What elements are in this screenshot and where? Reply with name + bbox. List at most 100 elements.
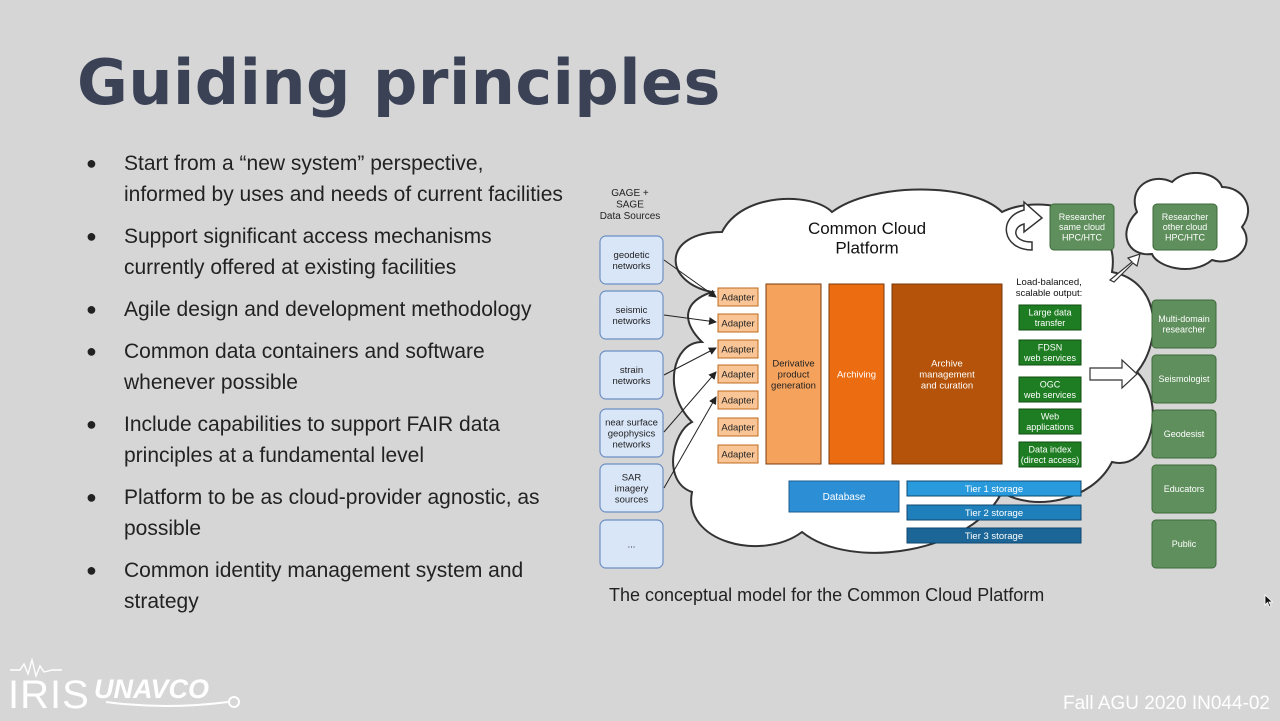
- flow-arrow: [663, 396, 717, 489]
- output-label: web services: [1023, 390, 1077, 400]
- footer-session-code: Fall AGU 2020 IN044-02: [1062, 693, 1270, 714]
- diagram-caption: The conceptual model for the Common Clou…: [609, 585, 1045, 605]
- output-rect: [1018, 441, 1082, 468]
- stage-label: product: [778, 369, 810, 380]
- source-rect: [599, 290, 664, 340]
- output-label: Large data: [1028, 307, 1071, 317]
- source-rect: [599, 463, 664, 513]
- source-label: strain: [620, 365, 643, 376]
- cloud-platform-title: Common Cloud: [808, 219, 926, 238]
- storage-label: Tier 2 storage: [965, 508, 1023, 519]
- researcher-label: Researcher: [1162, 212, 1209, 222]
- principle-bullet: ● Agile design and development methodolog…: [86, 294, 566, 325]
- stage-rect: [765, 283, 822, 465]
- user-rect: [1151, 519, 1217, 569]
- adapter-label: Adapter: [721, 423, 754, 434]
- output-label: Web: [1041, 411, 1059, 421]
- unavco-logo: UNAVCO: [94, 674, 240, 708]
- output-service: Data index(direct access): [1018, 441, 1082, 468]
- adapter-label: Adapter: [721, 319, 754, 330]
- principle-bullet: ● Support significant access mechanisms c…: [86, 221, 566, 283]
- adapter-box: Adapter: [717, 339, 759, 359]
- adapter-rect: [717, 313, 759, 333]
- storage-rect: [906, 504, 1082, 521]
- output-header: scalable output:: [1016, 288, 1083, 299]
- principle-text: Support significant access mechanisms cu…: [124, 225, 492, 279]
- principle-text: Agile design and development methodology: [124, 298, 532, 321]
- source-rect: [599, 408, 664, 458]
- storage-tier: Tier 2 storage: [906, 504, 1082, 521]
- mouse-cursor-icon: [1264, 594, 1274, 613]
- sources-header: SAGE: [616, 200, 644, 211]
- flow-arrow: [663, 371, 717, 433]
- source-rect: [599, 235, 664, 285]
- stage-label: Archive: [931, 358, 963, 369]
- source-label: geophysics: [608, 428, 656, 439]
- svg-text:IRIS: IRIS: [8, 673, 90, 716]
- principle-bullet: ●Common data containers and software whe…: [86, 336, 566, 398]
- user-group-box: Public: [1151, 519, 1217, 569]
- sources-header: GAGE +: [611, 188, 649, 199]
- output-label: transfer: [1035, 318, 1066, 328]
- user-rect: [1151, 299, 1217, 349]
- to-other-cloud-arrow-icon: [1108, 253, 1141, 283]
- flow-arrow: [663, 314, 717, 326]
- adapter-box: Adapter: [717, 313, 759, 333]
- to-users-arrow-icon: [1089, 358, 1138, 390]
- source-label: near surface: [605, 417, 658, 428]
- principle-bullet: ●Include capabilities to support FAIR da…: [86, 409, 566, 471]
- researcher-rect: [1049, 203, 1115, 251]
- user-group-box: Seismologist: [1151, 354, 1217, 404]
- principle-bullet: ●Start from a “new system” perspective, …: [86, 148, 566, 210]
- adapter-box: Adapter: [717, 287, 759, 307]
- adapter-box: Adapter: [717, 364, 759, 384]
- bullet-dot-icon: ●: [86, 341, 97, 361]
- bullet-dot-icon: ●: [86, 560, 97, 580]
- source-label: imagery: [615, 483, 649, 494]
- bullet-dot-icon: ●: [86, 414, 97, 434]
- researcher-label: HPC/HTC: [1165, 233, 1205, 243]
- source-label: networks: [612, 376, 650, 387]
- bullet-dot-icon: ●: [86, 487, 97, 507]
- adapter-label: Adapter: [721, 370, 754, 381]
- slide-title: Guiding principles: [77, 46, 721, 119]
- bullet-dot-icon: ●: [86, 299, 97, 319]
- principle-bullet: ● Platform to be as cloud-provider agnost…: [86, 482, 566, 544]
- user-group-box: Educators: [1151, 464, 1217, 514]
- data-source-box: ...: [599, 519, 664, 569]
- adapter-rect: [717, 444, 759, 464]
- user-label: Educators: [1164, 484, 1205, 494]
- source-label: seismic: [616, 305, 648, 316]
- bullet-dot-icon: ●: [86, 226, 97, 246]
- researcher-label: other cloud: [1163, 222, 1208, 232]
- user-rect: [1151, 354, 1217, 404]
- stage-rect: [891, 283, 1003, 465]
- principle-text: Platform to be as cloud-provider agnosti…: [124, 486, 540, 540]
- storage-rect: [906, 480, 1082, 497]
- cloud-platform-title: Platform: [835, 239, 898, 258]
- adapter-rect: [717, 364, 759, 384]
- stage-rect: [828, 283, 885, 465]
- loop-arrow-icon: [1005, 200, 1044, 251]
- source-label: networks: [612, 316, 650, 327]
- output-label: (direct access): [1021, 455, 1080, 465]
- adapter-label: Adapter: [721, 396, 754, 407]
- output-label: applications: [1026, 422, 1074, 432]
- adapter-rect: [717, 287, 759, 307]
- researcher-rect: [1152, 203, 1218, 251]
- storage-rect: [906, 527, 1082, 544]
- sources-header: Data Sources: [600, 211, 661, 222]
- stage-label: management: [919, 369, 975, 380]
- flow-arrow: [663, 259, 717, 298]
- user-label: Geodesist: [1164, 429, 1205, 439]
